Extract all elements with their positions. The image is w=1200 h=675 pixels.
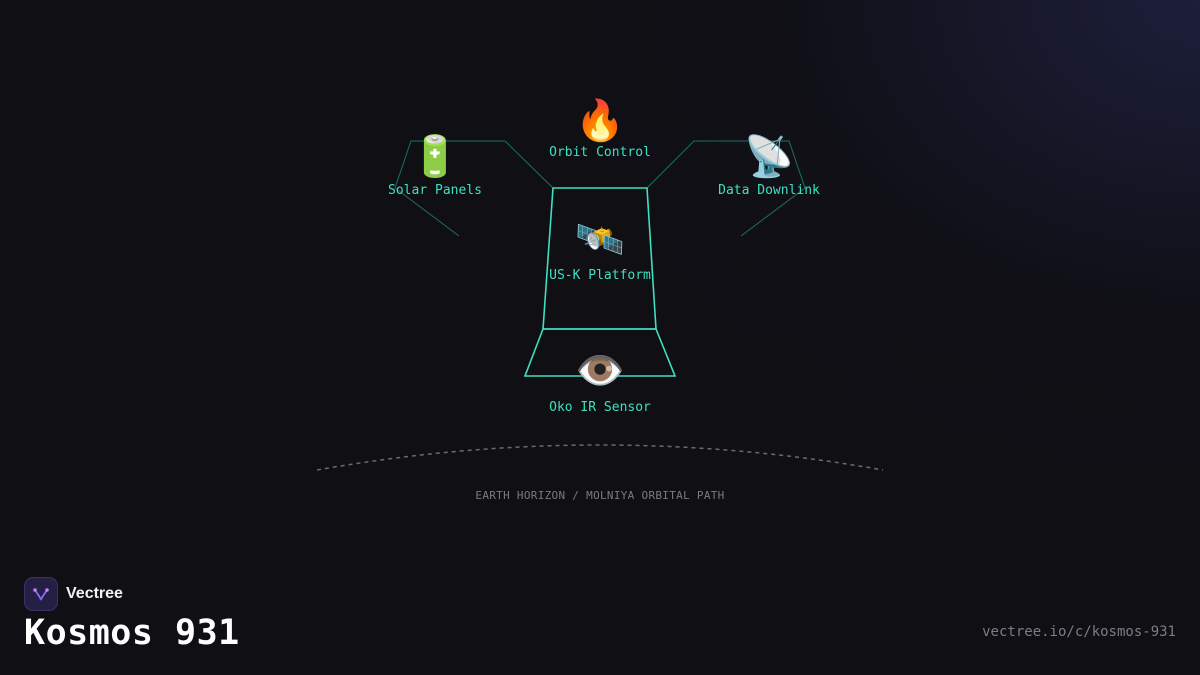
satellite-icon: 🛰️ (575, 217, 625, 263)
node-label-oko-ir-sensor: Oko IR Sensor (549, 400, 651, 415)
page-title: Kosmos 931 (24, 613, 240, 653)
eye-icon: 👁️ (575, 348, 625, 394)
brand-name: Vectree (66, 585, 123, 602)
node-oko-ir-sensor: 👁️ Oko IR Sensor (549, 348, 651, 415)
fire-icon: 🔥 (575, 97, 625, 144)
node-orbit-control: 🔥 Orbit Control (549, 97, 651, 160)
node-label-us-k-platform: US-K Platform (549, 268, 651, 283)
horizon-label: EARTH HORIZON / MOLNIYA ORBITAL PATH (475, 489, 724, 502)
connector-data-downlink (646, 140, 806, 237)
vectree-logo-icon (24, 577, 58, 611)
connector-solar-panels (394, 140, 554, 237)
brand: Vectree (24, 577, 123, 611)
page-url[interactable]: vectree.io/c/kosmos-931 (982, 624, 1176, 640)
node-solar-panels: 🔋 Solar Panels (388, 133, 482, 198)
node-data-downlink: 📡 Data Downlink (718, 131, 820, 198)
node-label-solar-panels: Solar Panels (388, 183, 482, 198)
node-us-k-platform: 🛰️ US-K Platform (549, 217, 651, 283)
node-label-data-downlink: Data Downlink (718, 183, 820, 198)
sensor-base-outline (523, 328, 677, 377)
earth-horizon-arc (316, 444, 884, 471)
battery-icon: 🔋 (410, 133, 460, 180)
node-label-orbit-control: Orbit Control (549, 145, 651, 160)
satellite-dish-icon: 📡 (744, 131, 794, 180)
